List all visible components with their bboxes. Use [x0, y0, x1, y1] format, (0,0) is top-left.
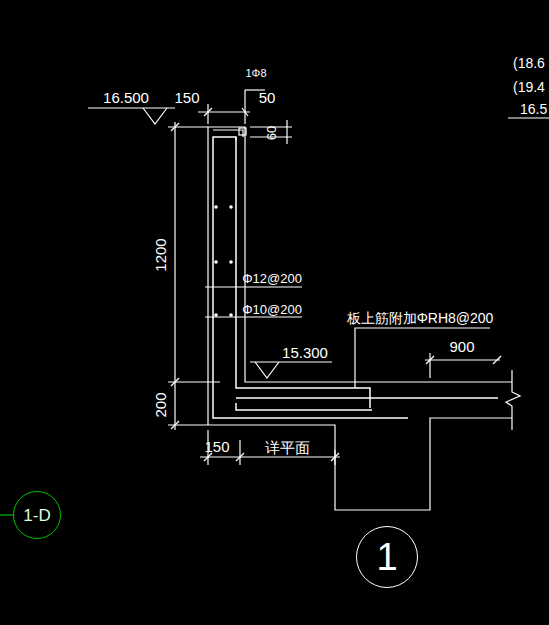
detail-callout: 1 [356, 526, 418, 588]
dimension-text: 1200 [153, 238, 168, 271]
annotation-text: Φ12@200 [242, 272, 302, 285]
dimension-text: 200 [153, 392, 168, 417]
callout-number: 1 [376, 538, 397, 576]
annotation-text: 详平面 [265, 440, 310, 455]
annotation-text: (18.6 [513, 56, 545, 70]
annotation-text: Φ10@200 [242, 303, 302, 316]
annotation-text: 15.300 [282, 345, 328, 360]
dimension-text: 60 [265, 126, 278, 140]
annotation-text: 50 [259, 90, 276, 105]
annotation-text: 1Φ8 [245, 68, 266, 79]
annotation-text: (19.4 [513, 80, 545, 94]
annotation-text: 16.500 [103, 90, 149, 105]
annotation-text: 150 [174, 90, 199, 105]
annotation-text: 16.5 [520, 102, 547, 116]
annotation-text: 900 [449, 339, 474, 354]
annotation-text: 150 [204, 439, 229, 454]
callout-number: 1-D [23, 507, 50, 524]
annotation-text: 板上筋附加ΦRH8@200 [347, 311, 494, 325]
axis-bubble: 1-D [13, 491, 61, 539]
